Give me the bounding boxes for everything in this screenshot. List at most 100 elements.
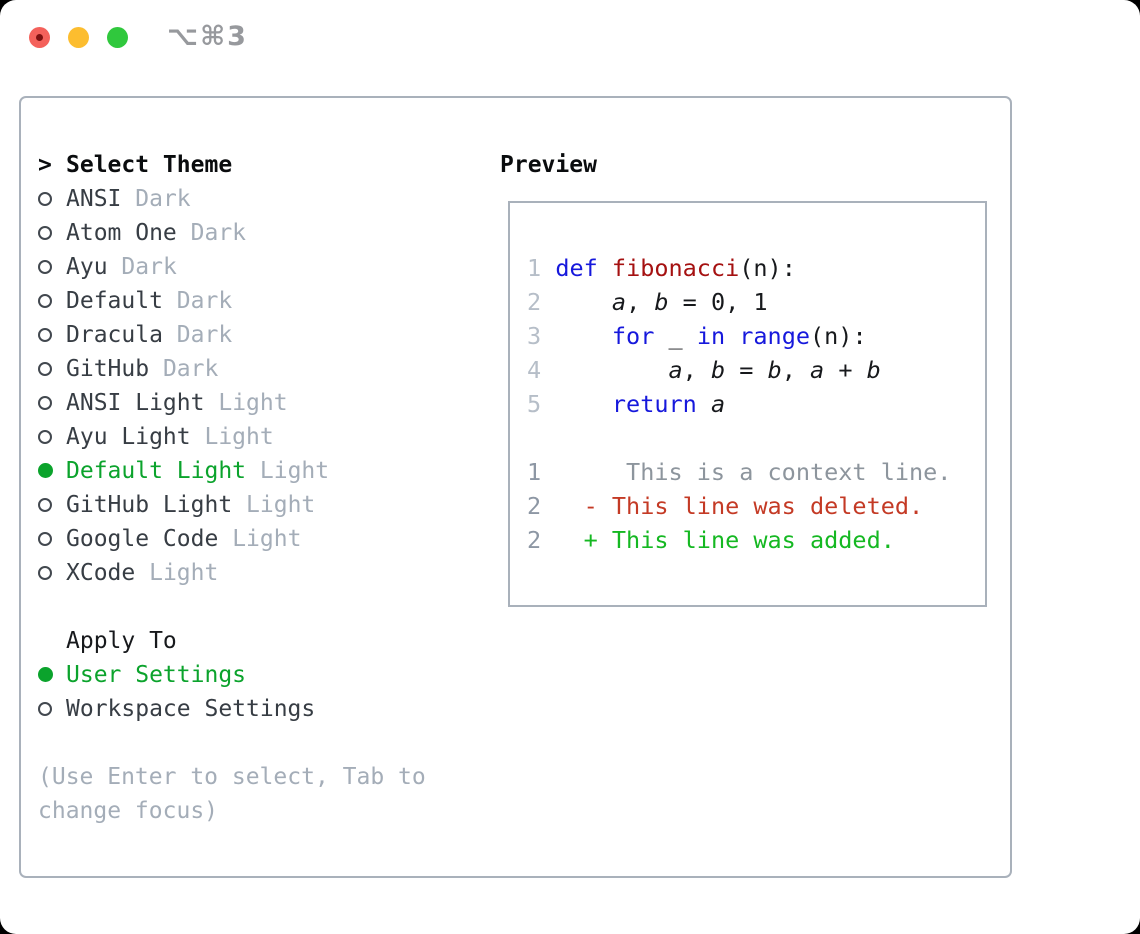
theme-variant-tag: Light — [149, 560, 219, 586]
theme-name: Ayu Light — [66, 424, 191, 450]
spacer-row — [38, 590, 426, 624]
theme-item-ansi-dark[interactable]: ANSI Dark — [38, 182, 426, 216]
preview-line-code: 5 return a — [527, 387, 985, 421]
zoom-button[interactable] — [107, 27, 128, 48]
preview-line-code: 4 a, b = b, a + b — [527, 353, 985, 387]
line-number: 2 — [527, 526, 542, 554]
line-number: 2 — [527, 288, 542, 316]
radio-cell — [38, 250, 66, 284]
radio-icon — [38, 566, 52, 580]
code-token: = 0, 1 — [668, 288, 768, 316]
radio-selected-icon — [38, 463, 53, 478]
preview-line-code: 1 def fibonacci(n): — [527, 251, 985, 285]
code-token: + — [824, 356, 867, 384]
theme-item-atom-one-dark[interactable]: Atom One Dark — [38, 216, 426, 250]
radio-cell — [38, 284, 66, 318]
window-title: ⌥⌘3 — [167, 21, 248, 52]
theme-variant-tag: Dark — [135, 186, 191, 212]
preview-line-code: 2 a, b = 0, 1 — [527, 285, 985, 319]
theme-item-github-dark[interactable]: GitHub Dark — [38, 352, 426, 386]
theme-variant-tag: Dark — [176, 288, 233, 314]
code-token: + This line was added. — [583, 526, 895, 554]
theme-variant-tag: Light — [218, 390, 288, 416]
code-token: fibonacci — [611, 254, 740, 282]
radio-cell — [38, 352, 66, 386]
radio-icon — [38, 396, 52, 410]
radio-icon — [38, 532, 52, 546]
code-token: b — [710, 356, 726, 384]
code-token — [541, 322, 612, 350]
preview-line-diff: 2 - This line was deleted. — [527, 489, 985, 523]
theme-variant-tag: Light — [204, 424, 274, 450]
theme-item-default-light-light[interactable]: Default Light Light — [38, 454, 426, 488]
preview-line-code: 3 for _ in range(n): — [527, 319, 985, 353]
code-token: a — [668, 356, 683, 384]
radio-icon — [38, 498, 52, 512]
code-token: This is a context line. — [626, 458, 952, 486]
code-token: in — [696, 322, 726, 350]
theme-name: GitHub — [66, 356, 150, 382]
code-token: , — [781, 356, 811, 384]
theme-variant-tag: Light — [246, 492, 316, 518]
theme-variant-tag: Dark — [190, 220, 247, 246]
theme-item-ayu-light-light[interactable]: Ayu Light Light — [38, 420, 426, 454]
radio-selected-icon — [38, 667, 53, 682]
radio-cell — [38, 692, 66, 726]
radio-icon — [38, 328, 52, 342]
code-token: - This line was deleted. — [583, 492, 924, 520]
close-button[interactable] — [29, 27, 50, 48]
code-token — [725, 322, 739, 350]
help-text-line-1: (Use Enter to select, Tab to — [38, 764, 426, 790]
theme-variant-tag: Dark — [121, 254, 177, 280]
theme-item-ansi-light-light[interactable]: ANSI Light Light — [38, 386, 426, 420]
theme-name: Ayu — [66, 254, 108, 280]
cursor-indicator: > — [38, 152, 52, 178]
apply-to-marker-cell — [38, 624, 66, 658]
code-token: for — [611, 322, 655, 350]
radio-icon — [38, 192, 52, 206]
code-token: range — [739, 322, 811, 350]
preview-line-diff: 1 This is a context line. — [527, 455, 985, 489]
theme-name: Dracula — [66, 322, 163, 348]
radio-icon — [38, 260, 52, 274]
code-token: _ — [654, 322, 697, 350]
radio-cell — [38, 488, 66, 522]
apply-option-workspace-settings[interactable]: Workspace Settings — [38, 692, 426, 726]
code-token: b — [866, 356, 881, 384]
code-token — [697, 390, 711, 418]
theme-name: ANSI Light — [66, 390, 205, 416]
radio-icon — [38, 294, 52, 308]
apply-to-header: Apply To — [38, 624, 426, 658]
radio-cell — [38, 386, 66, 420]
theme-item-xcode-light[interactable]: XCode Light — [38, 556, 426, 590]
line-number: 2 — [527, 492, 542, 520]
apply-to-label: Apply To — [66, 628, 177, 654]
theme-variant-tag: Dark — [176, 322, 233, 348]
line-number: 5 — [527, 390, 542, 418]
preview-line-diff: 2 + This line was added. — [527, 523, 985, 557]
code-token — [541, 254, 555, 282]
code-token: b — [654, 288, 669, 316]
preview-title: Preview — [500, 152, 597, 178]
apply-option-user-settings[interactable]: User Settings — [38, 658, 426, 692]
theme-item-github-light-light[interactable]: GitHub Light Light — [38, 488, 426, 522]
apply-option-name: Workspace Settings — [66, 696, 316, 722]
theme-item-google-code-light[interactable]: Google Code Light — [38, 522, 426, 556]
code-token: (n): — [810, 322, 867, 350]
theme-item-dracula-dark[interactable]: Dracula Dark — [38, 318, 426, 352]
theme-name: Default — [66, 288, 163, 314]
spacer-row — [38, 726, 426, 760]
radio-cell — [38, 658, 66, 692]
theme-item-default-dark[interactable]: Default Dark — [38, 284, 426, 318]
code-token — [541, 526, 583, 554]
radio-cell — [38, 216, 66, 250]
apply-option-name: User Settings — [66, 662, 247, 688]
code-token — [541, 288, 612, 316]
select-theme-label: Select Theme — [66, 152, 233, 178]
minimize-button[interactable] — [68, 27, 89, 48]
line-number: 1 — [527, 254, 542, 282]
line-number: 4 — [527, 356, 542, 384]
theme-item-ayu-dark[interactable]: Ayu Dark — [38, 250, 426, 284]
